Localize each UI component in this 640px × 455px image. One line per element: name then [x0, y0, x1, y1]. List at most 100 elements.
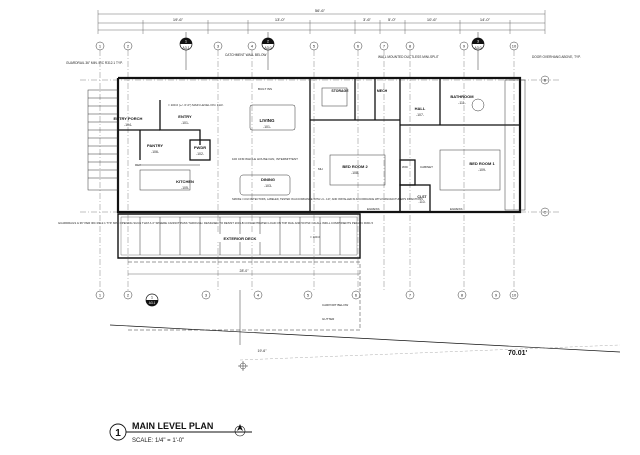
room-labels: ENTRY PORCH -104- ENTRY -101- LIVING -10…	[114, 89, 496, 204]
note-washer: W/D	[402, 165, 409, 169]
bottom-dimension: 19'-6"	[258, 349, 268, 353]
grid-bubble: 10	[512, 44, 517, 49]
room-number: -102-	[196, 152, 205, 156]
room-number: -101-	[181, 121, 190, 125]
grid-bubble: 4	[251, 44, 254, 49]
note-mh: MH	[318, 167, 323, 171]
section-number: 2	[267, 39, 270, 44]
guardrail-note-left: GUARDRAILS & 36" PER IRC R312.1 TYP. MIN…	[58, 221, 373, 225]
title-block: 1 MAIN LEVEL PLAN SCALE: 1/4" = 1'-0"	[109, 421, 252, 444]
note-catchment: CATCHMENT WALL BELOW	[225, 53, 266, 57]
note-builtins: BUILT INS	[258, 87, 272, 91]
room-name-bed-room-2: BED ROOM 2	[342, 164, 368, 169]
note-egress-1: EGRESS	[367, 207, 380, 211]
grid-bubble: 2	[127, 44, 130, 49]
grid-bubble: 5	[307, 293, 310, 298]
exterior-deck: EXTERIOR DECK = 100.0	[117, 213, 361, 259]
note-smoke: SMOKE / CO2 DETECTORS, LABELED, TESTED I…	[232, 197, 423, 201]
note-guardrail: GUARDRAIL 36" MIN. IRC R312.1 TYP.	[66, 61, 123, 65]
section-marker-top-3: 3 A3.0	[471, 32, 485, 70]
grid-bubble: 3	[217, 44, 220, 49]
room-name-living: LIVING	[259, 118, 275, 123]
note-fan: 100 CFM WHOLE HOUSE FAN, INTERMITTENT	[232, 157, 298, 161]
room-number: -108-	[351, 171, 360, 175]
section-number: 3	[477, 39, 480, 44]
grid-bubble-b: B	[544, 78, 547, 83]
dim-segment-5: 10'-6"	[427, 17, 438, 22]
note-deck-level: = 100.0	[310, 235, 320, 239]
section-marker-top-2: 2 A3.0	[261, 32, 275, 70]
room-number: -109-	[478, 168, 487, 172]
section-number: 1	[185, 39, 188, 44]
room-number: -104-	[124, 123, 133, 127]
section-marker-bottom-1: 1 A3.1	[145, 293, 159, 307]
grid-bubble-c: C	[544, 210, 547, 215]
grid-bubble: 9	[495, 293, 498, 298]
room-name-entry: ENTRY	[178, 114, 192, 119]
grid-bubble: 2	[127, 293, 130, 298]
grid-bubble: 9	[463, 44, 466, 49]
room-name-exterior-deck: EXTERIOR DECK	[224, 236, 257, 241]
section-marker-top-1: 1 A3.1	[179, 32, 193, 70]
dim-segment-2: 13'-0"	[275, 17, 286, 22]
room-number: -111-	[458, 101, 466, 105]
grid-bubble: 4	[257, 293, 260, 298]
grid-bubbles-bottom: 1 2 3 4 5 6 7 8 9 10	[95, 290, 519, 300]
note-cabinet: CABINET	[420, 165, 433, 169]
room-name-mech: MECH	[377, 89, 388, 93]
room-number: -107-	[416, 113, 425, 117]
room-name-storage: STORAGE	[331, 89, 349, 93]
dim-overall: 56'-6"	[315, 8, 326, 13]
room-number: -110-	[418, 200, 425, 204]
room-name-bed-room-1: BED ROOM 1	[469, 161, 495, 166]
grid-bubble: 10	[512, 293, 517, 298]
room-number: -101-	[263, 125, 272, 129]
total-dimension: 70.01'	[508, 350, 528, 357]
note-egress-2: EGRESS	[450, 207, 463, 211]
room-number: -106-	[151, 150, 160, 154]
grid-bubble: 3	[205, 293, 208, 298]
grid-bubble: 1	[99, 44, 102, 49]
room-name-entry-porch: ENTRY PORCH	[114, 116, 143, 121]
grid-bubble: 8	[461, 293, 464, 298]
room-name-kitchen: KITCHEN	[176, 179, 194, 184]
room-name-pwdr: PWDR	[194, 145, 206, 150]
carport-outline: 28'-0" 19'-6" CARPORT BELOW GUTTER 70.01…	[109, 261, 621, 371]
room-number: -103-	[264, 184, 273, 188]
furniture	[139, 87, 501, 196]
room-name-dining: DINING	[261, 177, 275, 182]
note-guardrail-left: GUARDRAILS & 36" PER IRC R312.1 TYP. MIN…	[58, 221, 373, 225]
drawing-scale: SCALE: 1/4" = 1'-0"	[132, 438, 184, 444]
top-dimension-lines: 56'-6" 19'-6" 13'-0" 3'-6" 5'-0" 10'-6" …	[97, 8, 546, 34]
dim-segment-3: 3'-6"	[363, 17, 372, 22]
room-name-bathroom: BATHROOM	[450, 94, 474, 99]
grid-bubbles-top: 1 2 3 4 5 6 7 8 9 10	[95, 41, 519, 51]
grid-bubble: 1	[99, 293, 102, 298]
building-walls	[87, 76, 526, 214]
grid-bubble: 7	[409, 293, 412, 298]
grid-bubble: 6	[357, 44, 360, 49]
note-ref: REF	[135, 163, 141, 167]
note-level: = 100.0 (+/- 0'-0") MAIN LEVEL FIN. FLR.	[168, 103, 224, 107]
section-number: 1	[151, 295, 154, 300]
drawing-title: MAIN LEVEL PLAN	[132, 421, 213, 431]
room-name-hall: HALL	[415, 106, 426, 111]
note-wall-mounted: WALL MOUNTED DUCTLESS MINI-SPLIT	[378, 55, 439, 59]
note-gutter: GUTTER	[322, 317, 335, 321]
room-number: -105-	[181, 186, 190, 190]
drawing-number: 1	[115, 428, 121, 439]
room-name-clst: CLST	[417, 195, 427, 199]
grid-bubble: 7	[383, 44, 386, 49]
dim-segment-4: 5'-0"	[388, 17, 397, 22]
section-sheet: A3.1	[149, 301, 156, 305]
section-sheet: A3.0	[474, 46, 481, 50]
note-carport: CARPORT BELOW	[322, 303, 348, 307]
grid-bubble: 5	[313, 44, 316, 49]
grid-bubble: 6	[355, 293, 358, 298]
dim-segment-1: 19'-6"	[173, 17, 184, 22]
section-sheet: A3.0	[264, 46, 271, 50]
note-door-overhang: DOOR OVERHANG ABOVE, TYP.	[532, 55, 581, 59]
section-sheet: A3.1	[182, 46, 189, 50]
grid-bubble: 8	[409, 44, 412, 49]
